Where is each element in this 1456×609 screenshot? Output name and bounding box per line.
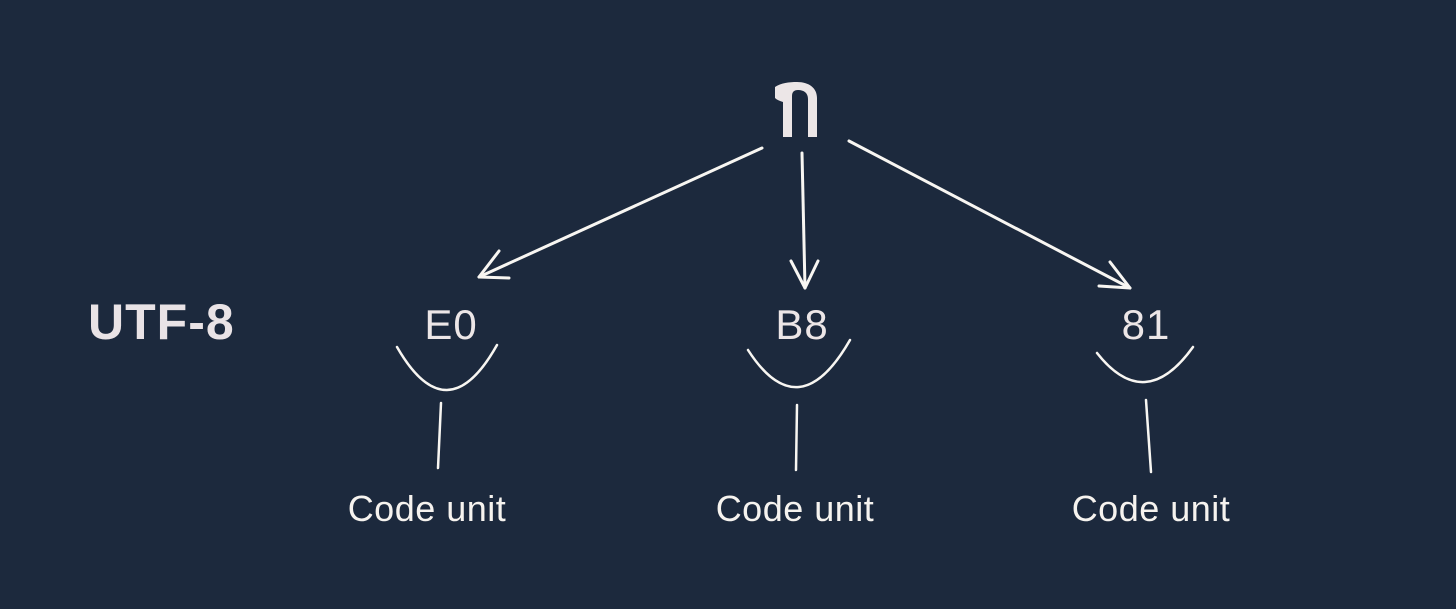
- underbrace-arc-2: [1095, 345, 1195, 384]
- byte-value-1: B8: [775, 301, 829, 348]
- underbrace-arc-0: [395, 343, 499, 392]
- code-unit-label-2: Code unit: [1071, 488, 1231, 529]
- arrow-down-right-icon: [847, 139, 1132, 290]
- arrow-down-left-icon: [477, 146, 764, 280]
- connector-line-2: [1144, 398, 1153, 474]
- encoding-label: UTF-8: [88, 294, 235, 350]
- underbrace-arc-1: [746, 338, 852, 389]
- code-unit-label-0: Code unit: [347, 488, 507, 529]
- arrow-down-icon: [789, 151, 820, 290]
- code-unit-label-1: Code unit: [715, 488, 875, 529]
- byte-value-0: E0: [424, 301, 478, 348]
- connector-line-1: [794, 403, 799, 472]
- thai-character-glyph: [775, 82, 817, 137]
- connector-line-0: [436, 401, 443, 470]
- byte-value-2: 81: [1121, 301, 1171, 348]
